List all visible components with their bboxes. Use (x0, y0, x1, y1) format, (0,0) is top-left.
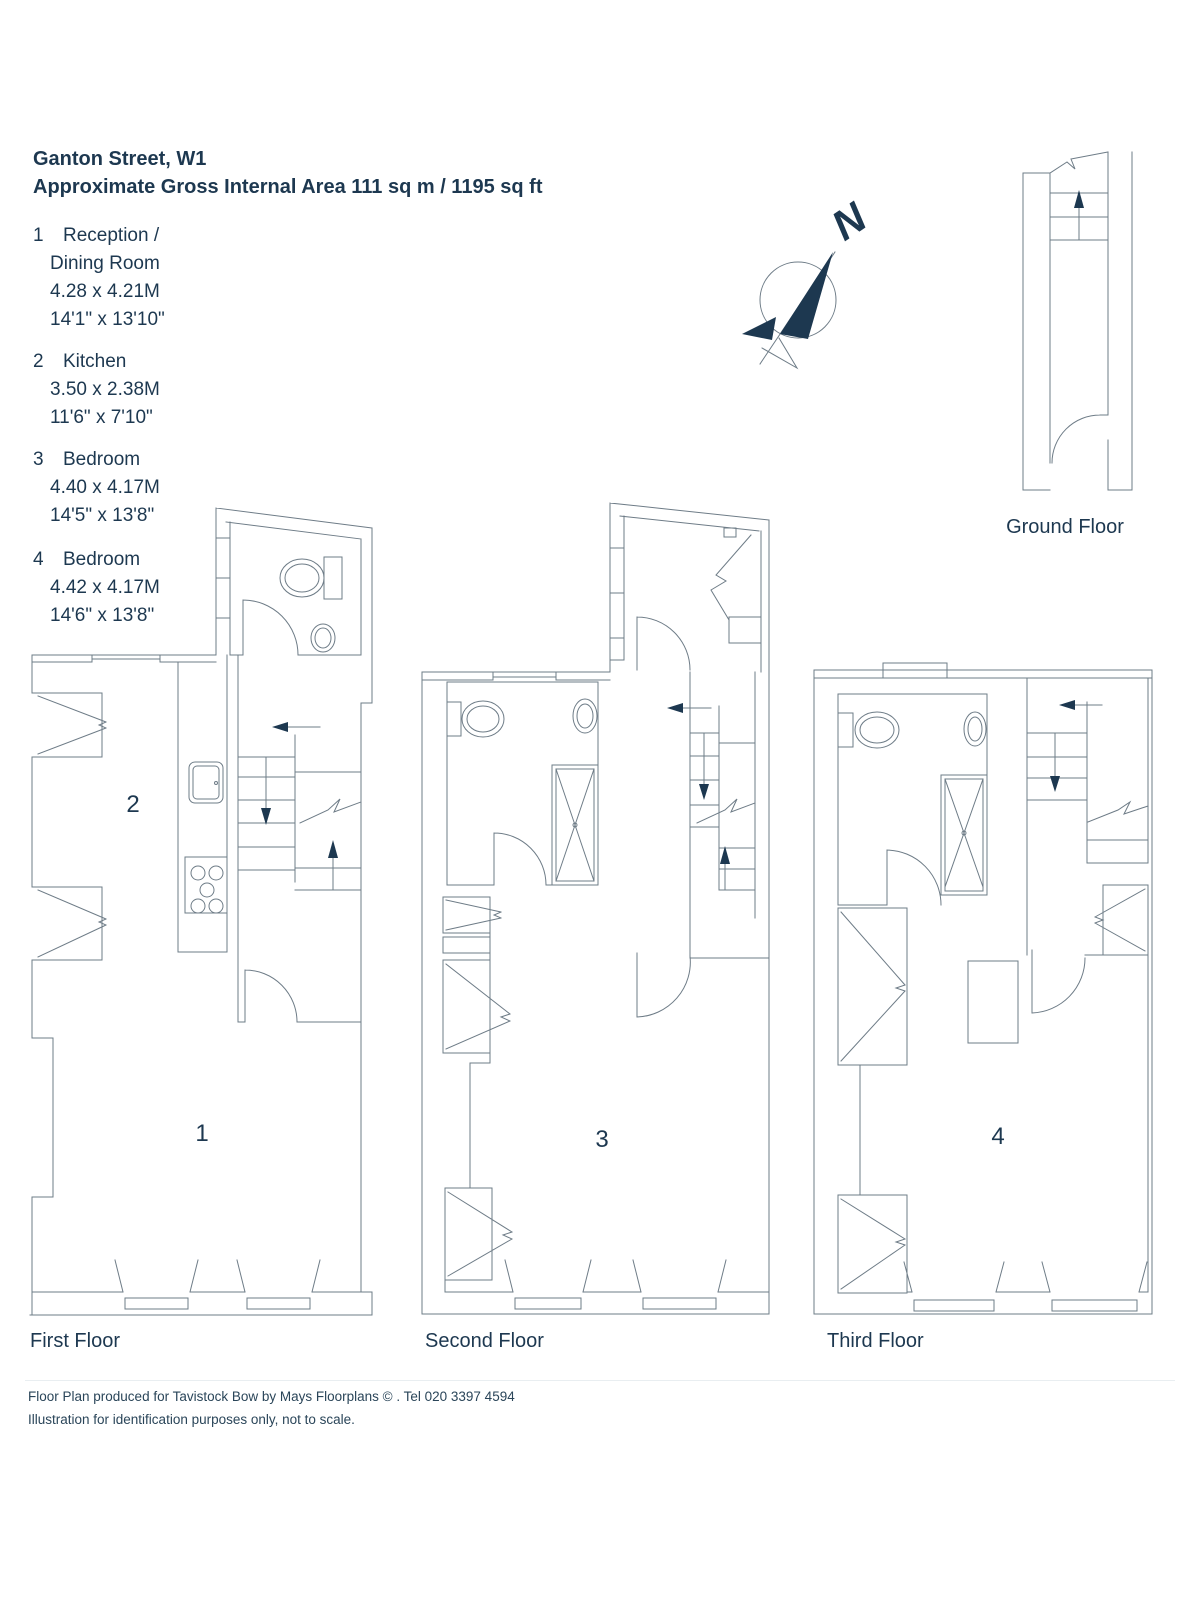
third-shower-icon (940, 774, 988, 896)
legend-room-1-number: 1 (33, 225, 44, 246)
first-floor-reception-number: 1 (195, 1120, 209, 1147)
footer-divider (25, 1380, 1175, 1381)
legend-room-2-imperial: 11'6" x 7'10" (50, 407, 153, 428)
third-floor-plan (813, 662, 1153, 1315)
third-stairs (1026, 677, 1149, 956)
legend-room-1-name2: Dining Room (50, 253, 160, 274)
second-bathroom-door-arc (493, 832, 547, 886)
second-closet (710, 527, 762, 673)
first-stairs-left-arrow (272, 722, 288, 732)
second-bedroom-door-arc (636, 917, 770, 1018)
first-bathroom-toilet-icon (279, 556, 343, 600)
compass-north-label: N (823, 192, 876, 249)
third-left-windows (837, 907, 908, 1294)
third-right-window (1094, 884, 1149, 1293)
footer-disclaimer-line: Illustration for identification purposes… (28, 1412, 355, 1427)
first-stairs (237, 654, 362, 1023)
legend-room-1-imperial: 14'1" x 13'10" (50, 309, 165, 330)
page-subtitle: Approximate Gross Internal Area 111 sq m… (33, 176, 543, 198)
second-floor-bedroom-number: 3 (595, 1126, 609, 1153)
legend-room-4-number: 4 (33, 549, 44, 570)
legend-room-4-metric: 4.42 x 4.17M (50, 577, 160, 598)
third-stairs-left-arrow (1059, 700, 1075, 710)
second-bottom-windows (504, 1259, 727, 1310)
first-kitchen-hob-icon (184, 856, 228, 914)
second-left-windows (442, 896, 513, 1293)
first-floor-kitchen-number: 2 (126, 791, 140, 818)
first-bay-window-upper (31, 692, 107, 758)
legend-room-2-number: 2 (33, 351, 44, 372)
first-bathroom-door-arc (242, 599, 299, 656)
second-floor-plan (421, 502, 770, 1315)
ground-stairs-up-arrow (1074, 190, 1084, 208)
legend-room-1-metric: 4.28 x 4.21M (50, 281, 160, 302)
third-stairs-down-arrow (1050, 776, 1060, 792)
third-cupboard (967, 960, 1019, 1044)
second-shower-icon (551, 764, 599, 886)
third-bottom-windows (903, 1261, 1148, 1312)
second-stairs-down-arrow (699, 784, 709, 800)
first-floor-plan (29, 507, 373, 1316)
third-bathroom (837, 693, 988, 906)
second-stairs (680, 671, 756, 919)
third-bedroom-door-arc (1031, 949, 1104, 1014)
second-bathroom (446, 681, 599, 886)
compass-icon: N (742, 192, 876, 370)
ground-entrance-door-arc (1051, 414, 1109, 464)
ground-walls (1022, 151, 1133, 491)
second-sink-icon (572, 698, 598, 734)
ground-floor-plan (1022, 151, 1133, 491)
third-walls (813, 662, 1153, 1315)
ground-floor-label: Ground Floor (1006, 516, 1124, 538)
first-bottom-windows (114, 1259, 321, 1310)
third-floor-bedroom-number: 4 (991, 1123, 1005, 1150)
first-walls (29, 507, 373, 1316)
third-floor-label: Third Floor (827, 1330, 924, 1352)
legend-room-3-imperial: 14'5" x 13'8" (50, 505, 155, 526)
first-bathroom-sink-icon (310, 623, 336, 653)
first-stairs-down-arrow (261, 808, 271, 825)
second-floor-label: Second Floor (425, 1330, 544, 1352)
second-stairs-up-arrow (720, 846, 730, 864)
first-floor-label: First Floor (30, 1330, 120, 1352)
third-bathroom-door-arc (886, 849, 942, 906)
legend-room-3-number: 3 (33, 449, 44, 470)
first-stairs-up-arrow (328, 840, 338, 858)
legend-room-3-metric: 4.40 x 4.17M (50, 477, 160, 498)
first-kitchen-sink-icon (188, 761, 224, 804)
legend-room-2-metric: 3.50 x 2.38M (50, 379, 160, 400)
third-sink-icon (963, 711, 987, 747)
second-landing-door-arc (636, 616, 691, 671)
second-walls (421, 502, 770, 1315)
first-reception-door-arc (244, 969, 362, 1023)
legend-room-4-imperial: 14'6" x 13'8" (50, 605, 155, 626)
third-toilet-icon (837, 711, 900, 749)
first-bay-window-lower (31, 886, 107, 961)
second-stairs-left-arrow (667, 703, 683, 713)
footer-credit-line: Floor Plan produced for Tavistock Bow by… (28, 1389, 515, 1404)
second-toilet-icon (446, 700, 505, 738)
page-title: Ganton Street, W1 (33, 148, 207, 170)
